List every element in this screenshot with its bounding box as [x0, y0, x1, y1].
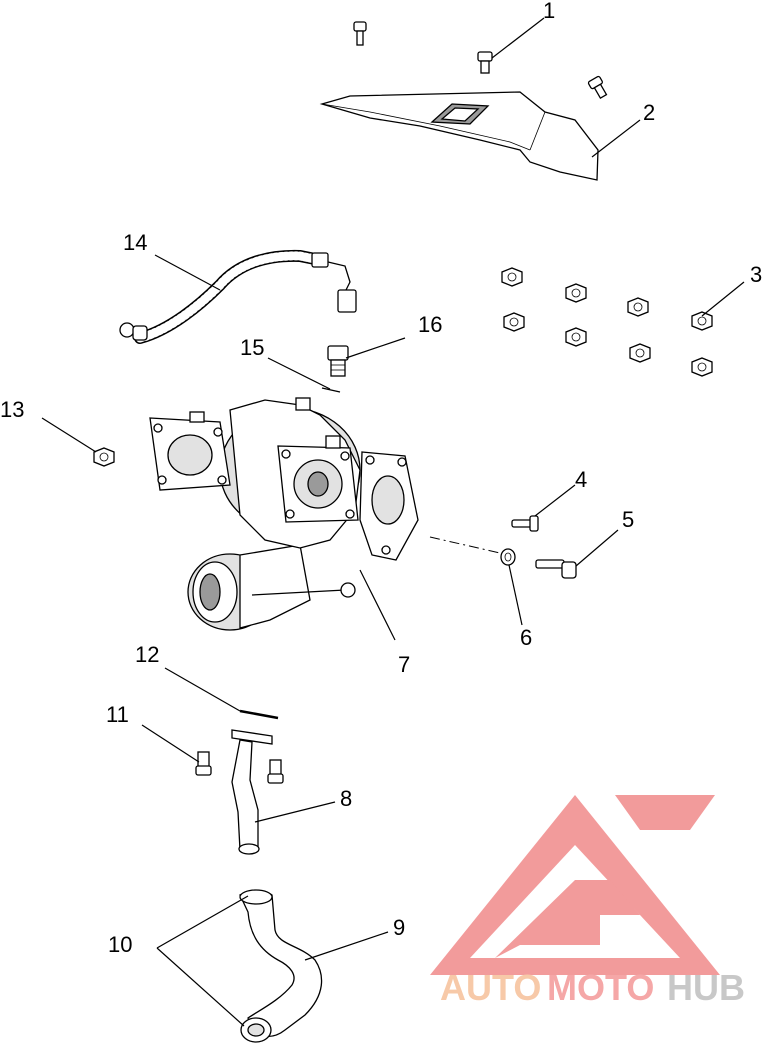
callout-6: 6 — [520, 625, 532, 650]
callout-11: 11 — [106, 702, 129, 727]
screw-top-left-icon — [353, 21, 367, 46]
nut-icon — [565, 327, 587, 347]
callout-15: 15 — [240, 335, 264, 360]
exhaust-flange-center — [277, 445, 359, 523]
watermark-logo-icon — [430, 795, 720, 975]
callout-7: 7 — [398, 652, 410, 677]
nut-icon-group — [501, 267, 713, 377]
coolant-hose — [239, 889, 323, 1043]
nut-icon — [691, 357, 713, 377]
bolt-4-icon — [511, 515, 539, 532]
callout-13: 13 — [0, 397, 24, 422]
nut-13-icon — [93, 447, 115, 467]
screw-11-left-icon — [195, 751, 212, 776]
gasket-12-icon — [239, 709, 279, 720]
nut-icon — [565, 283, 587, 303]
callout-2: 2 — [643, 100, 655, 125]
nut-icon — [503, 312, 525, 332]
nut-icon — [629, 343, 651, 363]
screw-11-right-icon — [267, 759, 284, 784]
callout-3: 3 — [750, 262, 762, 287]
assembly-axis-line — [429, 536, 501, 554]
exhaust-flange-right — [359, 451, 419, 561]
screw-top-right-icon — [587, 75, 608, 100]
fitting-16-icon — [327, 345, 349, 377]
callout-5: 5 — [622, 507, 634, 532]
heat-shield — [319, 91, 599, 181]
callout-14: 14 — [123, 230, 147, 255]
callout-9: 9 — [393, 915, 405, 940]
oil-return-tube — [231, 729, 273, 855]
nut-icon — [691, 311, 713, 331]
callout-12: 12 — [135, 642, 159, 667]
callout-16: 16 — [418, 312, 442, 337]
callout-4: 4 — [575, 467, 587, 492]
watermark-text-auto: AUTO — [440, 967, 541, 1008]
callout-1: 1 — [543, 0, 555, 23]
callout-8: 8 — [340, 786, 352, 811]
nut-icon — [627, 297, 649, 317]
bolt-5-icon — [535, 559, 577, 579]
nut-icon — [501, 267, 523, 287]
callout-10: 10 — [108, 932, 132, 957]
exhaust-flange-left — [149, 417, 231, 491]
watermark-text-hub: HUB — [667, 967, 745, 1008]
screw-top-middle-icon — [477, 51, 493, 74]
oil-feed-line — [119, 249, 357, 344]
watermark-text-moto: MOTO — [547, 967, 654, 1008]
washer-6-icon — [500, 548, 516, 566]
turbocharger — [149, 397, 419, 631]
washer-15-icon — [321, 387, 341, 393]
leader-lines — [41, 17, 745, 1027]
